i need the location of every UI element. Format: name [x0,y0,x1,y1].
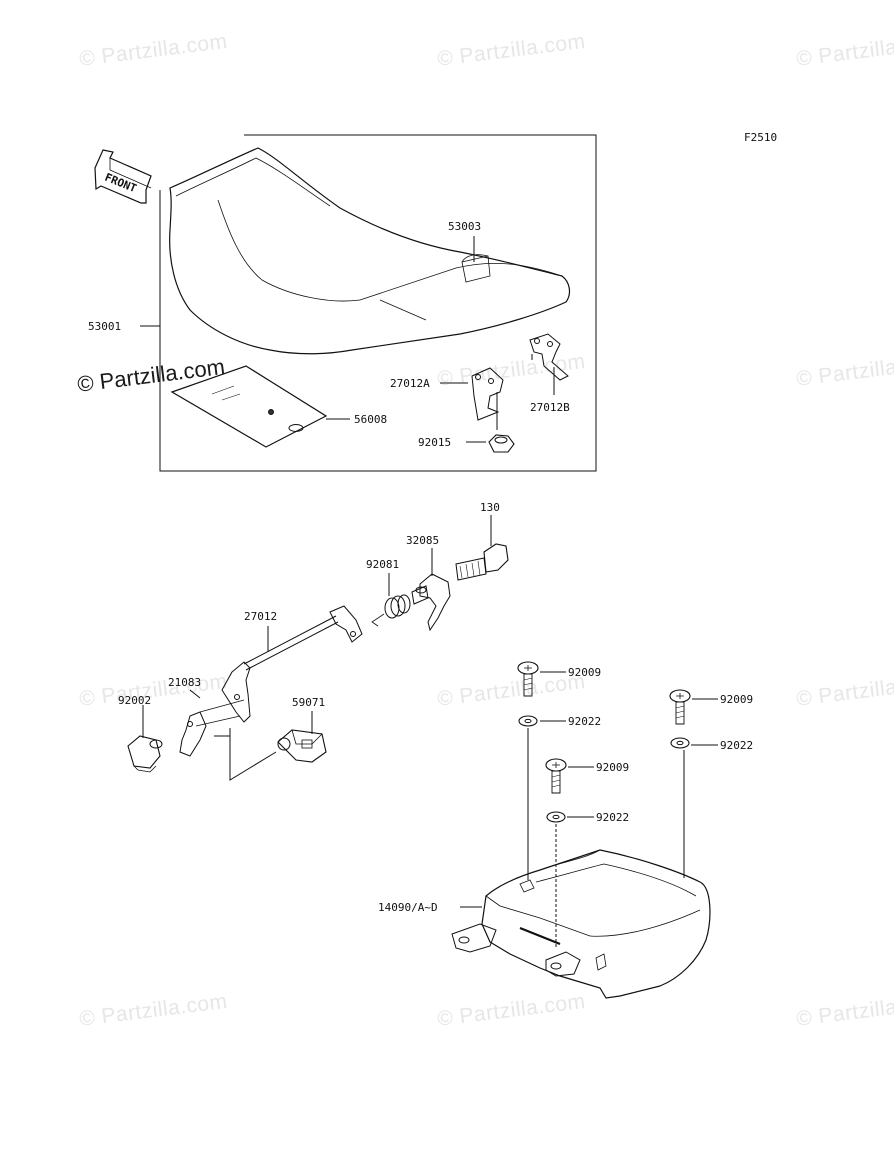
label-27012a: 27012A [390,377,430,390]
tray-14090 [451,849,711,999]
lock-cylinder-59071 [277,729,327,763]
label-92015: 92015 [418,436,451,449]
label-27012b: 27012B [530,401,570,414]
label-92009-c: 92009 [720,693,753,706]
label-14090: 14090/A~D [378,901,438,914]
front-arrow-icon: FRONT [94,149,152,204]
bracket-21083 [179,661,251,757]
label-27012: 27012 [244,610,277,623]
bolt-130 [455,543,509,581]
seat-assembly-frame [159,134,597,472]
label-92022-a: 92022 [568,715,601,728]
label-92002: 92002 [118,694,151,707]
screw-92009-b [545,758,567,794]
owners-manual-part [170,365,328,448]
label-92081: 92081 [366,558,399,571]
rod-27012 [243,605,363,671]
label-92022-b: 92022 [596,811,629,824]
label-92009-b: 92009 [596,761,629,774]
washer-92022-b [546,811,566,823]
label-92009-a: 92009 [568,666,601,679]
label-53001: 53001 [88,320,121,333]
label-92022-c: 92022 [720,739,753,752]
lever-32085 [411,573,451,632]
spring-92081 [371,594,411,627]
label-21083: 21083 [168,676,201,689]
nut-92015 [488,434,515,453]
screw-92009-a [517,661,539,697]
label-32085: 32085 [406,534,439,547]
washer-92022-a [518,715,538,727]
bolt-92002 [127,735,163,773]
screw-92009-c [669,689,691,725]
label-56008: 56008 [354,413,387,426]
seat-part [169,147,571,355]
figure-code: F2510 [744,131,777,144]
label-59071: 59071 [292,696,325,709]
label-53003: 53003 [448,220,481,233]
label-130: 130 [480,501,500,514]
washer-92022-c [670,737,690,749]
bracket-27012b [529,333,569,381]
bracket-27012a [471,367,504,421]
